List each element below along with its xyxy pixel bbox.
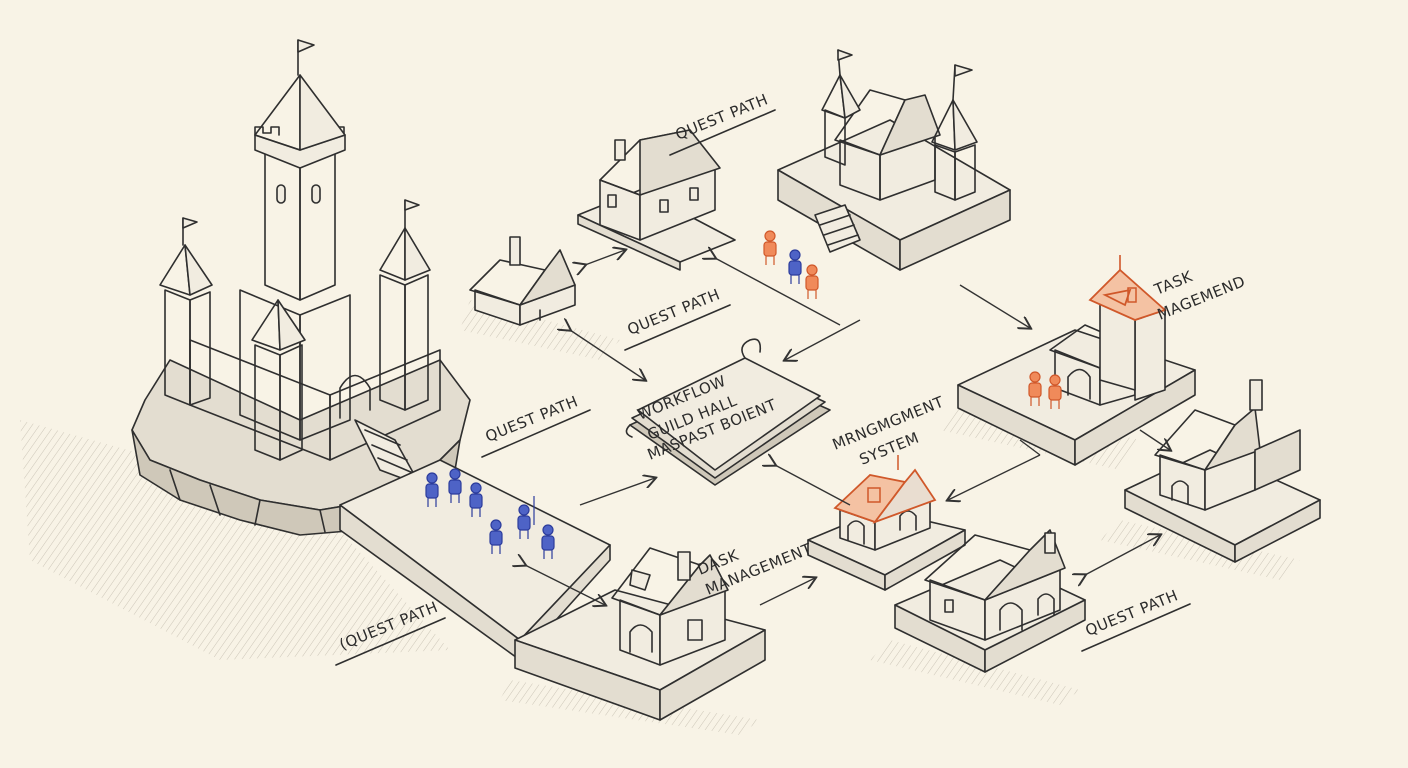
orange-team-figures bbox=[763, 230, 1062, 409]
house-top-middle bbox=[599, 129, 721, 241]
blue-figure bbox=[448, 468, 462, 503]
house-far-right bbox=[1154, 379, 1301, 511]
label-quest-path-mid: QUEST PATH bbox=[625, 285, 723, 339]
orange-figure bbox=[1048, 374, 1062, 409]
arrow-11 bbox=[759, 578, 815, 606]
blue-figure bbox=[541, 524, 555, 559]
label-quest-path-top: QUEST PATH bbox=[673, 90, 771, 144]
orange-figure bbox=[805, 264, 819, 299]
house-center-orange bbox=[833, 455, 937, 551]
arrow-2 bbox=[570, 330, 645, 380]
arrow-12 bbox=[525, 565, 605, 605]
blue-figure bbox=[469, 482, 483, 517]
label-quest-path-left: QUEST PATH bbox=[483, 392, 581, 446]
flow-arrows bbox=[525, 250, 1170, 605]
arrow-3 bbox=[715, 258, 841, 326]
arrow-9 bbox=[579, 478, 655, 506]
manor-top-right bbox=[814, 49, 978, 253]
arrow-7 bbox=[948, 454, 1041, 500]
house-bottom-right bbox=[924, 529, 1066, 641]
blue-figure bbox=[788, 249, 802, 284]
arrow-8 bbox=[1139, 429, 1170, 450]
arrow-6 bbox=[1019, 439, 1041, 456]
orange-figure bbox=[1028, 371, 1042, 406]
orange-figure bbox=[763, 230, 777, 265]
house-task-orange bbox=[1049, 255, 1167, 406]
blue-team-figures bbox=[425, 249, 802, 559]
blue-figure bbox=[489, 519, 503, 554]
castle bbox=[159, 39, 441, 486]
house-bottom-dask bbox=[611, 547, 729, 666]
arrow-13 bbox=[1085, 535, 1160, 575]
workflow-scroll: WORKFLOW GUILD HALL MASPAST BOIENT bbox=[625, 338, 831, 486]
arrow-5 bbox=[959, 284, 1030, 328]
blue-figure bbox=[517, 496, 535, 539]
arrow-4 bbox=[785, 319, 861, 360]
arrow-10 bbox=[775, 465, 851, 506]
house-small-left bbox=[469, 236, 576, 326]
blue-figure bbox=[425, 472, 439, 507]
label-quest-path-bottom-right: QUEST PATH bbox=[1083, 586, 1181, 640]
arrow-1 bbox=[585, 250, 625, 265]
